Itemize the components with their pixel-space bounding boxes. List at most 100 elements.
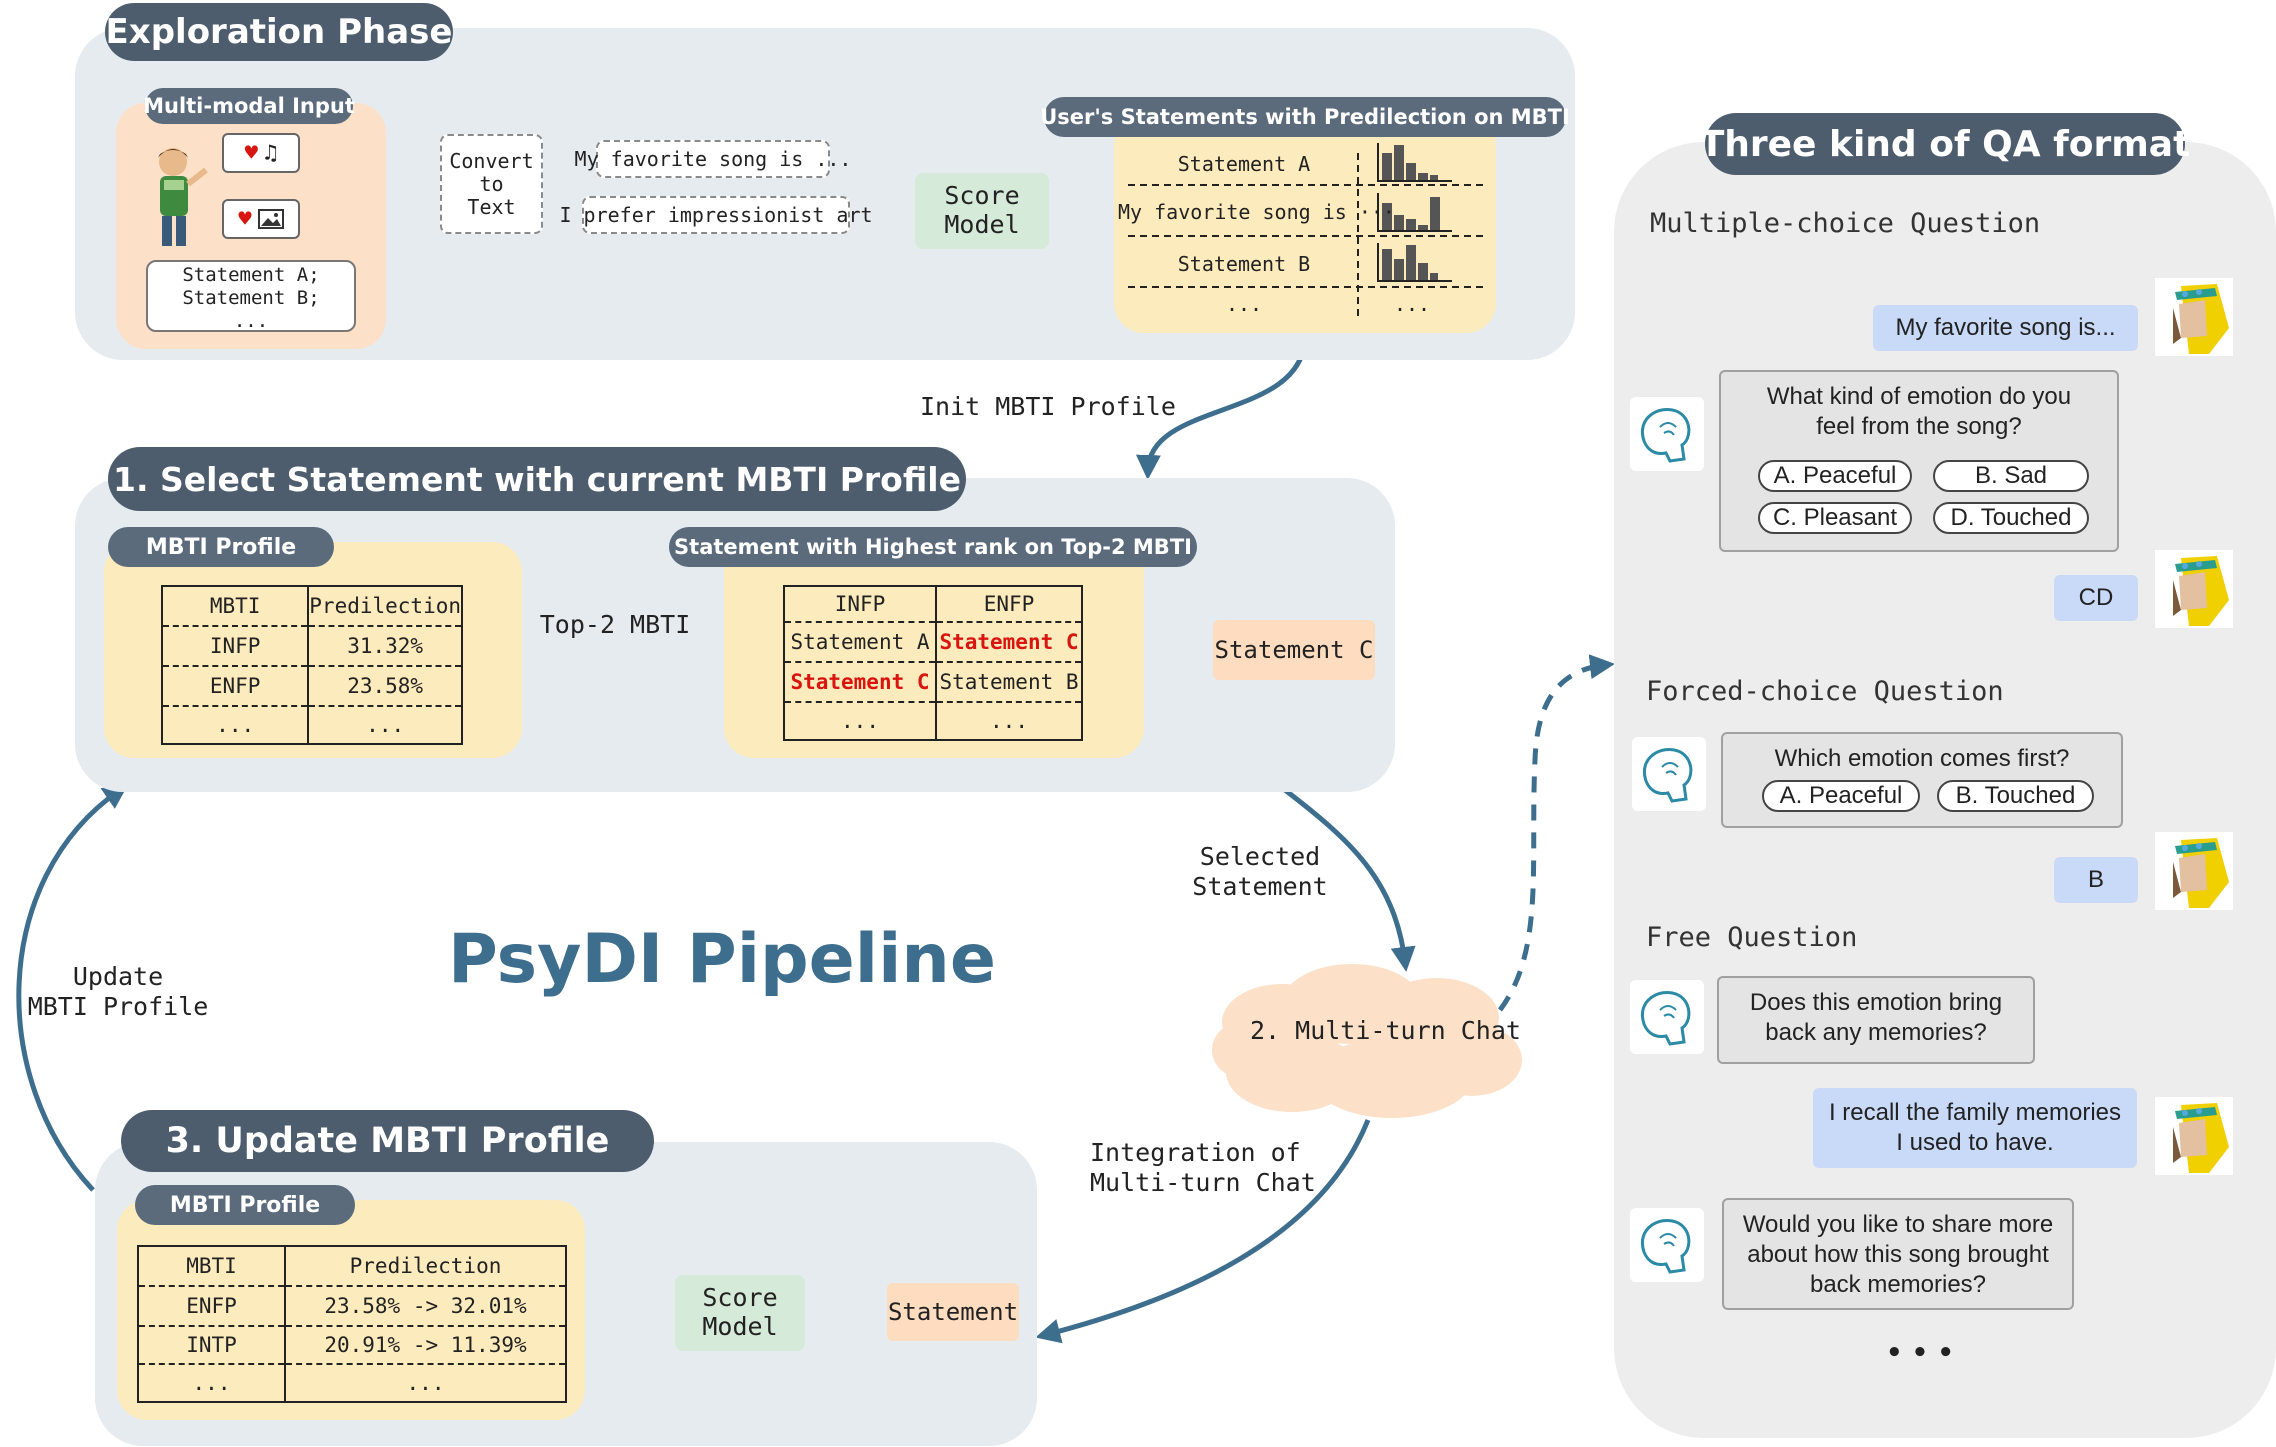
question-line: What kind of emotion do you	[1766, 383, 2072, 410]
label-line: MBTI Profile	[27, 992, 209, 1021]
option-b-button[interactable]: B. Sad	[1933, 460, 2089, 492]
user-avatar-icon	[158, 148, 208, 246]
integration-label: Integration of Multi-turn Chat	[1090, 1138, 1316, 1198]
table-cell: ...	[783, 702, 937, 741]
score-model-line: Score	[944, 181, 1020, 211]
option-a-button[interactable]: A. Peaceful	[1762, 780, 1920, 812]
cloud-icon	[1212, 964, 1522, 1118]
table-cell: 31.32%	[307, 626, 463, 667]
multi-turn-chat-label: 2. Multi-turn Chat	[1250, 1016, 1521, 1045]
user-avatar-icon	[2155, 832, 2233, 910]
table-header: Predilection	[307, 585, 463, 627]
bar-chart-icon	[1382, 245, 1438, 281]
table-cell: ENFP	[137, 1286, 286, 1327]
label-line: Statement	[1192, 872, 1328, 901]
table-header: Predilection	[284, 1245, 567, 1287]
convert-line: Convert	[449, 148, 534, 173]
update-profile-label: Update MBTI Profile	[18, 962, 218, 1022]
stmt-right-dots: ...	[1393, 292, 1431, 316]
statement-score-grid	[1128, 143, 1486, 320]
arrow-selected-statement	[1283, 788, 1416, 972]
free-followup-bubble: Would you like to share more about how t…	[1722, 1198, 2074, 1310]
arrow-integration	[1035, 1119, 1371, 1344]
table-header: INFP	[783, 585, 937, 623]
image-icon	[257, 209, 284, 229]
music-note-icon: ♫	[264, 140, 278, 166]
table-cell: ...	[160, 706, 310, 745]
score-model-top: Score Model	[915, 173, 1049, 249]
note-line: ...	[233, 310, 269, 333]
bot-head-icon	[1632, 737, 1706, 811]
exploration-title: Exploration Phase	[105, 3, 453, 61]
stmt-row-a: Statement A	[1177, 152, 1311, 176]
user-statements-label: User's Statements with Predilection on M…	[1040, 97, 1570, 137]
table-cell: 23.58%	[307, 666, 463, 707]
text-art: I prefer impressionist art	[559, 196, 873, 234]
convert-to-text-box: Convert to Text	[440, 134, 543, 234]
table-header: MBTI	[137, 1245, 286, 1287]
bar-chart-icon	[1382, 145, 1438, 181]
score-model-line: Model	[944, 210, 1020, 239]
multimodal-input-label: Multi-modal Input	[143, 88, 355, 124]
user-avatar-icon	[2155, 278, 2233, 356]
statement-box: Statement	[887, 1283, 1019, 1341]
question-line: Does this emotion bring	[1749, 989, 2003, 1016]
rank-label: Statement with Highest rank on Top-2 MBT…	[669, 527, 1197, 567]
label-line: Multi-turn Chat	[1090, 1168, 1316, 1197]
free-question-bubble: Does this emotion bring back any memorie…	[1717, 976, 2035, 1064]
bot-head-icon	[1630, 980, 1704, 1054]
heart-icon: ♥	[244, 140, 258, 166]
table-header: MBTI	[160, 585, 310, 627]
user-avatar-icon	[2155, 1097, 2233, 1175]
question-line: feel from the song?	[1816, 413, 2022, 440]
question-line: Would you like to share more	[1742, 1211, 2054, 1238]
stmt-row-dots: ...	[1225, 292, 1263, 316]
option-d-button[interactable]: D. Touched	[1933, 502, 2089, 534]
table-cell: ...	[935, 702, 1083, 741]
table-cell-highlight: Statement C	[783, 662, 937, 703]
mc-heading: Multiple-choice Question	[1650, 208, 2041, 239]
text-song: My favorite song is ...	[575, 140, 851, 178]
arrow-update-loop	[16, 784, 129, 1192]
score-model-line: Score	[702, 1283, 778, 1313]
convert-line: to	[479, 171, 504, 196]
label-line: Selected	[1199, 842, 1321, 871]
table-cell: INTP	[137, 1326, 286, 1365]
heart-icon: ♥	[238, 206, 252, 232]
label-line: Update	[72, 962, 164, 991]
question-line: Which emotion comes first?	[1774, 745, 2070, 772]
table-cell: ...	[137, 1364, 286, 1403]
bot-head-icon	[1630, 397, 1704, 471]
option-c-button[interactable]: C. Pleasant	[1758, 502, 1912, 534]
message-line: I used to have.	[1896, 1129, 2054, 1156]
mc-user-message: My favorite song is...	[1873, 305, 2138, 351]
note-line: Statement A;	[182, 264, 320, 286]
table-cell: 23.58% -> 32.01%	[284, 1286, 567, 1327]
question-line: about how this song brought	[1747, 1241, 2049, 1268]
statements-note: Statement A; Statement B; ...	[146, 260, 356, 332]
stmt-row-song: My favorite song is ···	[1118, 200, 1395, 224]
table-cell: ...	[284, 1364, 567, 1403]
option-a-button[interactable]: A. Peaceful	[1758, 460, 1912, 492]
image-input-bubble: ♥	[222, 199, 300, 239]
arrow-init-profile	[1135, 335, 1308, 480]
update-profile-title: 3. Update MBTI Profile	[121, 1110, 654, 1172]
mbti-profile-label-3: MBTI Profile	[135, 1185, 355, 1225]
mbti-profile-label-1: MBTI Profile	[108, 527, 334, 567]
table-header: ENFP	[935, 585, 1083, 623]
init-profile-label: Init MBTI Profile	[920, 392, 1176, 421]
table-cell: 20.91% -> 11.39%	[284, 1326, 567, 1365]
bot-head-icon	[1630, 1208, 1704, 1282]
bar-chart-icon	[1382, 197, 1440, 231]
score-model-bottom: Score Model	[675, 1275, 805, 1351]
stmt-row-b: Statement B	[1177, 252, 1311, 276]
song-input-bubble: ♥ ♫	[222, 133, 300, 173]
question-line: back memories?	[1809, 1271, 1987, 1298]
qa-title: Three kind of QA format	[1700, 113, 2190, 175]
fc-answer: B	[2054, 857, 2138, 903]
question-line: back any memories?	[1765, 1019, 1987, 1046]
option-b-button[interactable]: B. Touched	[1937, 780, 2094, 812]
free-user-message: I recall the family memories I used to h…	[1813, 1088, 2137, 1168]
